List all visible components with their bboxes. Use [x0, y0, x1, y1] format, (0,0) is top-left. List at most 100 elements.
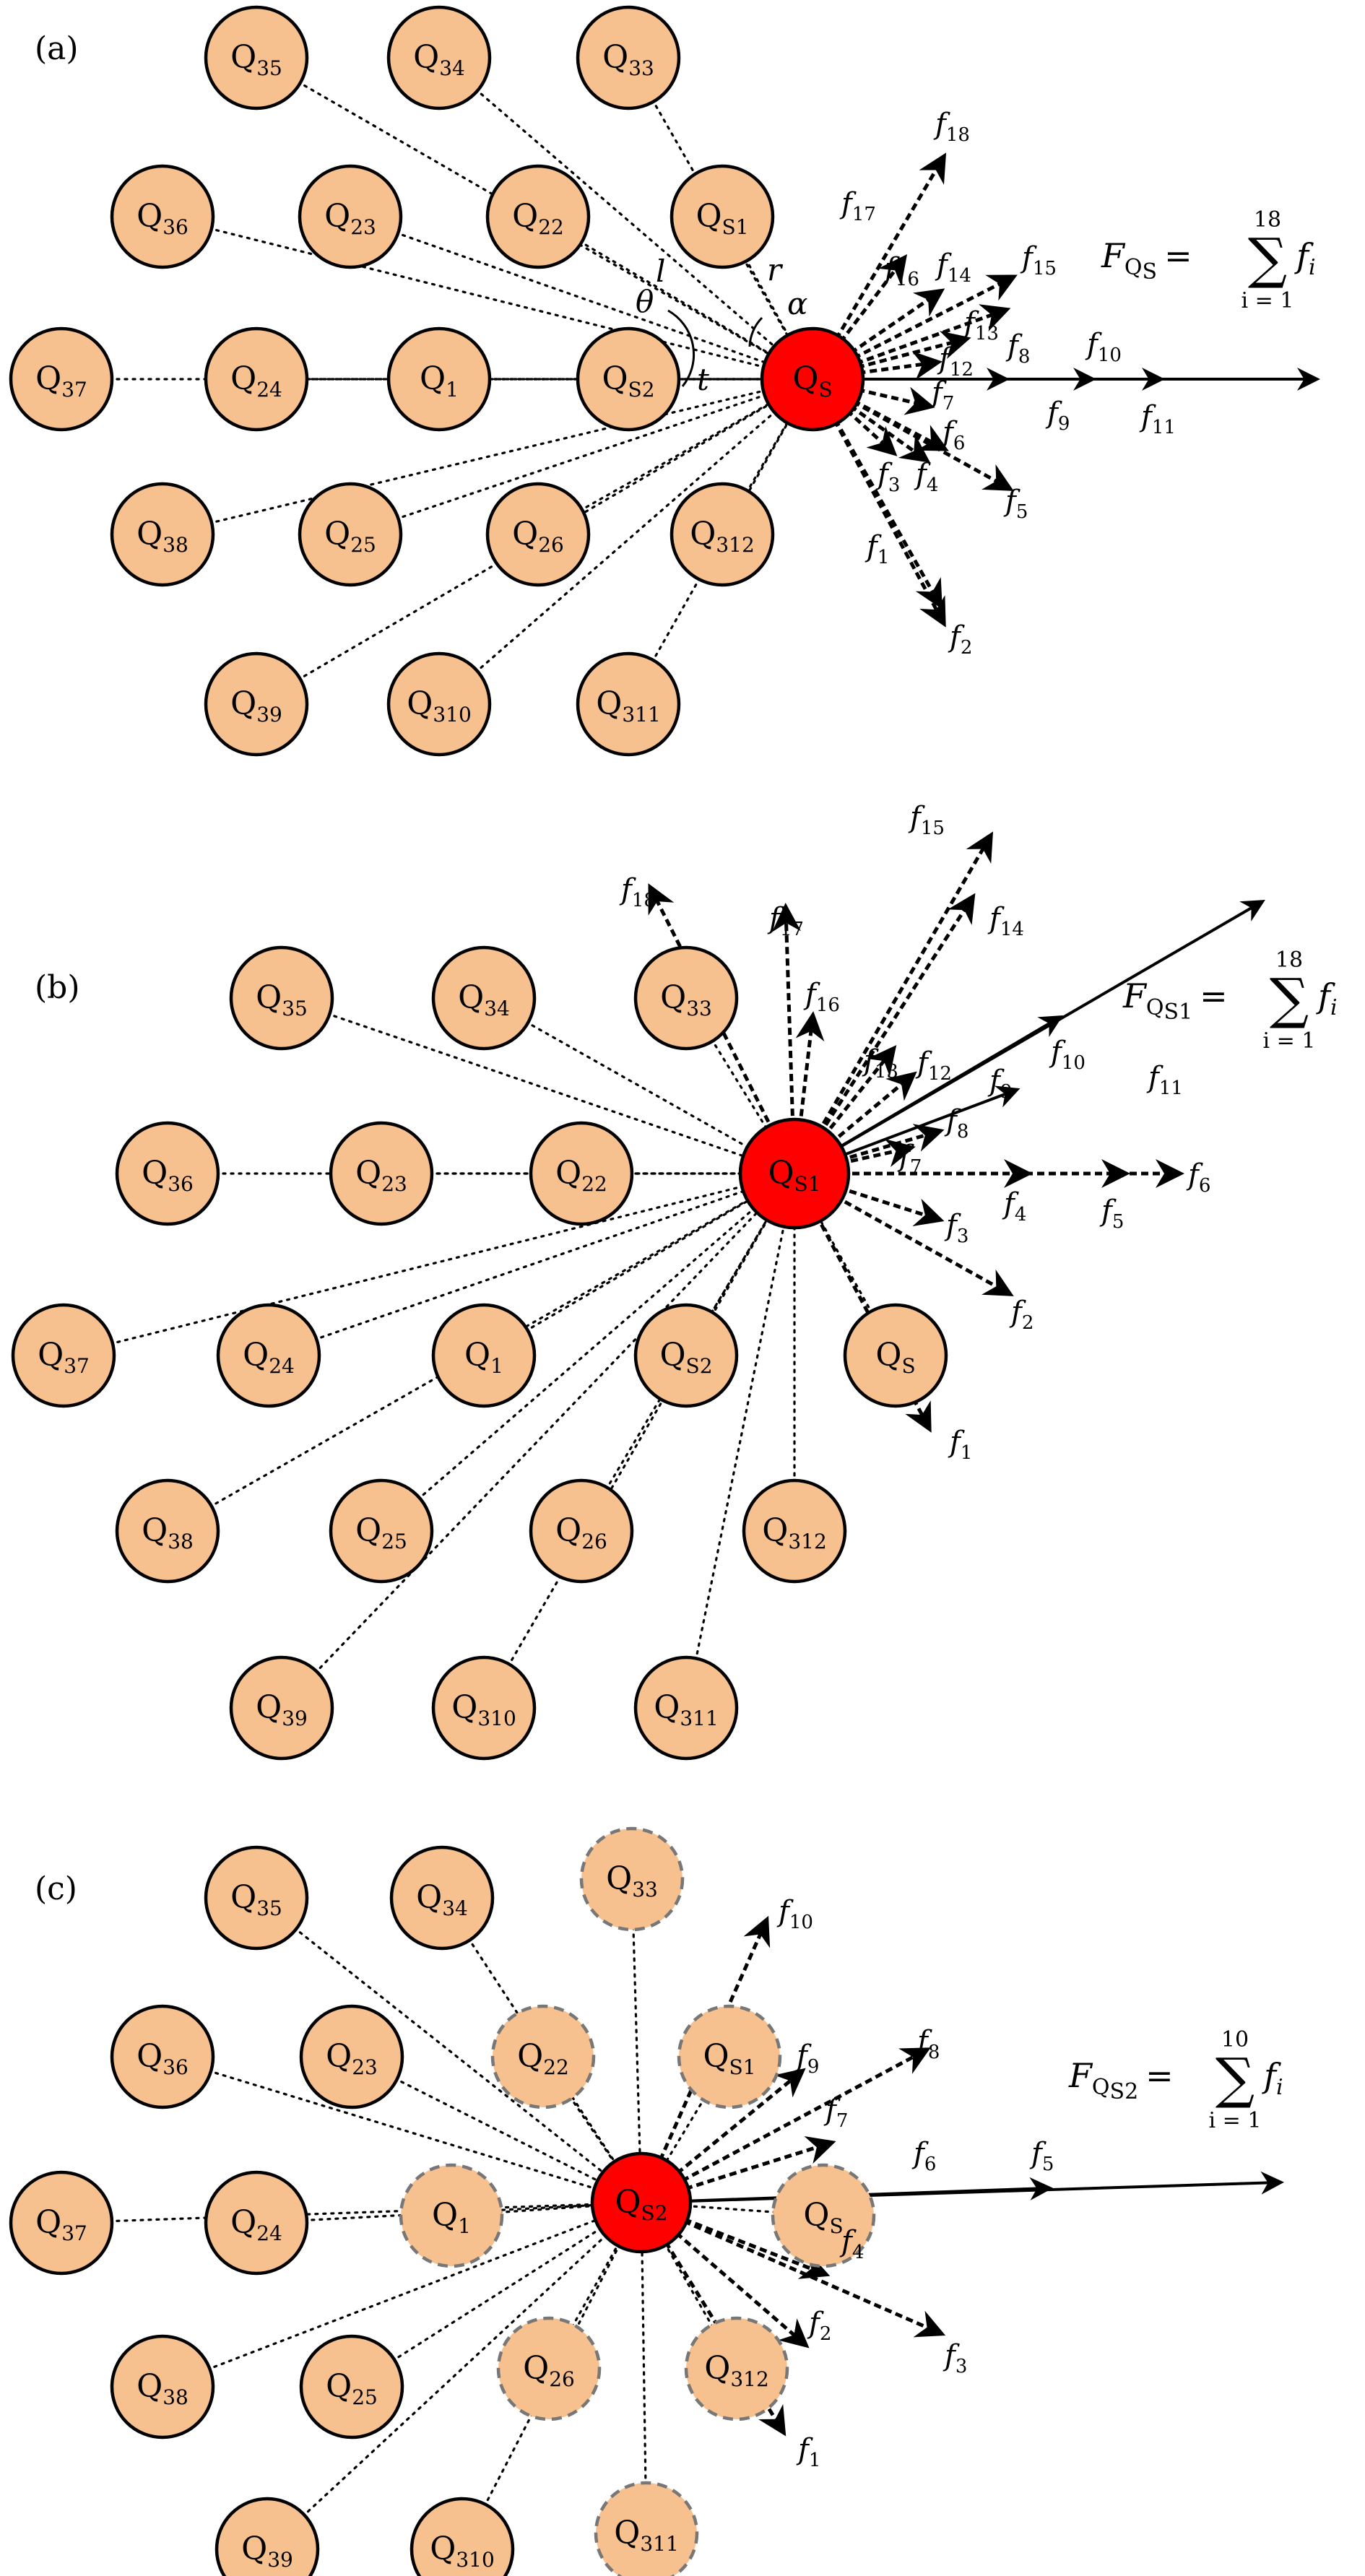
qubit-label-sub: 1: [490, 1354, 503, 1378]
force-arrow: [640, 2200, 946, 2338]
qubit-label-base: Q: [555, 1155, 581, 1192]
qubit-circle: [204, 2170, 309, 2276]
force-label: f6: [1186, 1158, 1210, 1197]
center-qubit-circle: [590, 2151, 693, 2254]
qubit-label-base: Q: [355, 1155, 381, 1192]
force-arrow: [641, 2135, 836, 2205]
force-arrow: [793, 899, 1265, 1175]
qubit-label-base: Q: [523, 2350, 549, 2387]
qubit-label-base: Q: [768, 1155, 794, 1192]
qubit-label: Q33: [606, 1860, 658, 1901]
sum-term-index: i: [1309, 255, 1316, 280]
coupling-line: [380, 1172, 796, 1532]
qubit-label-base: Q: [512, 198, 538, 235]
force-label-index: 10: [789, 1912, 813, 1933]
qubit-label-base: Q: [326, 2368, 352, 2405]
qubit-circle: [229, 1655, 334, 1761]
qubit-label-sub: S: [829, 2214, 843, 2238]
qubit-label-sub: 25: [381, 1530, 407, 1553]
qubit-label: Q23: [324, 198, 376, 239]
qubit-label: Q26: [523, 2350, 575, 2391]
formula-equals: =: [1145, 2056, 1174, 2095]
force-label-index: 6: [924, 2154, 937, 2175]
qubit-label-sub: S1: [794, 1172, 821, 1196]
force-label-index: 5: [1112, 1211, 1124, 1233]
sum-term: fi: [1316, 976, 1338, 1020]
qubit-node: Q26: [529, 1478, 634, 1584]
qubit-circle: [431, 1303, 537, 1408]
qubit-label-sub: 39: [267, 2548, 293, 2572]
qubit-node: QS: [771, 2163, 876, 2268]
qubit-node: Q311: [594, 2481, 699, 2576]
force-label: f2: [807, 2307, 831, 2345]
force-label: f10: [776, 1895, 813, 1933]
qubit-label-sub: 312: [788, 1530, 826, 1553]
qubit-circle: [576, 5, 681, 110]
force-label-index: 2: [961, 637, 973, 659]
force-label: f9: [794, 2039, 819, 2078]
qubit-label-base: Q: [606, 1860, 632, 1897]
force-label-index: 16: [816, 994, 840, 1016]
qubit-label-base: Q: [326, 2038, 352, 2075]
sigma-symbol: ∑: [1248, 226, 1287, 290]
qubit-label: Q38: [136, 516, 188, 557]
qubit-label-sub: 37: [61, 2221, 87, 2245]
qubit-circle: [410, 2497, 515, 2576]
force-label-index: 14: [948, 265, 971, 287]
qubit-node: QS1: [670, 164, 775, 269]
qubit-label: Q1: [432, 2197, 471, 2238]
qubit-node: Q312: [684, 2316, 789, 2421]
force-arrow: [640, 2047, 931, 2205]
qubit-label: Q35: [256, 979, 308, 1020]
panel-label: (a): [35, 30, 79, 67]
force-label-index: 12: [928, 1063, 952, 1085]
qubit-label-base: Q: [241, 2531, 267, 2567]
qubit-node: Q36: [110, 164, 215, 269]
qubit-label: QS: [875, 1337, 915, 1378]
force-label: f14: [987, 902, 1024, 940]
qubit-node: Q39: [214, 2497, 320, 2576]
qubit-node: Q24: [204, 326, 309, 432]
qubit-node: Q312: [670, 482, 775, 587]
alpha-arc: [748, 316, 763, 347]
qubit-circle: [490, 2004, 596, 2109]
qubit-label: Q39: [230, 685, 282, 727]
qubit-circle: [742, 1478, 847, 1584]
force-arrow: [812, 377, 935, 415]
sum-upper-limit: 18: [1275, 947, 1303, 973]
qubit-label-base: Q: [430, 2531, 456, 2567]
qubit-circle: [633, 945, 739, 1051]
qubit-node: Q37: [9, 2170, 114, 2276]
force-label-index: 13: [875, 1061, 898, 1083]
formula-lhs: FQS=: [1101, 236, 1192, 285]
qubit-label: QS: [792, 360, 832, 402]
qubit-circle: [576, 651, 681, 757]
force-label-index: 9: [1000, 1081, 1013, 1103]
formula-F-sub: Q: [1124, 255, 1143, 280]
formula-F: F: [1068, 2056, 1093, 2095]
coupling-line: [161, 2201, 643, 2388]
formula-equals: =: [1200, 976, 1228, 1015]
coupling-line: [537, 215, 814, 381]
qubit-circle: [115, 1121, 220, 1226]
qubit-node: Q311: [576, 651, 681, 757]
qubit-label: Q310: [407, 685, 472, 727]
qubit-label: Q22: [517, 2038, 569, 2079]
force-label: f2: [948, 620, 972, 659]
qubit-node: Q310: [431, 1655, 537, 1761]
qubit-label-base: Q: [602, 360, 628, 397]
qubit-label: Q1: [464, 1337, 503, 1378]
qubit-circle: [399, 2163, 504, 2268]
qubit-node: Q35: [204, 5, 309, 110]
qubit-label-sub: 23: [381, 1172, 407, 1196]
qubit-circle: [386, 326, 492, 432]
qubit-label-sub: 38: [162, 2385, 188, 2409]
force-label: f8: [1005, 329, 1030, 368]
qubit-label-sub: 26: [549, 2367, 575, 2391]
force-label-index: 14: [1000, 919, 1024, 940]
qubit-label-sub: 26: [581, 1530, 607, 1553]
formula-lhs: FQS1=: [1122, 976, 1228, 1025]
qubit-label-sub: 33: [628, 56, 654, 80]
